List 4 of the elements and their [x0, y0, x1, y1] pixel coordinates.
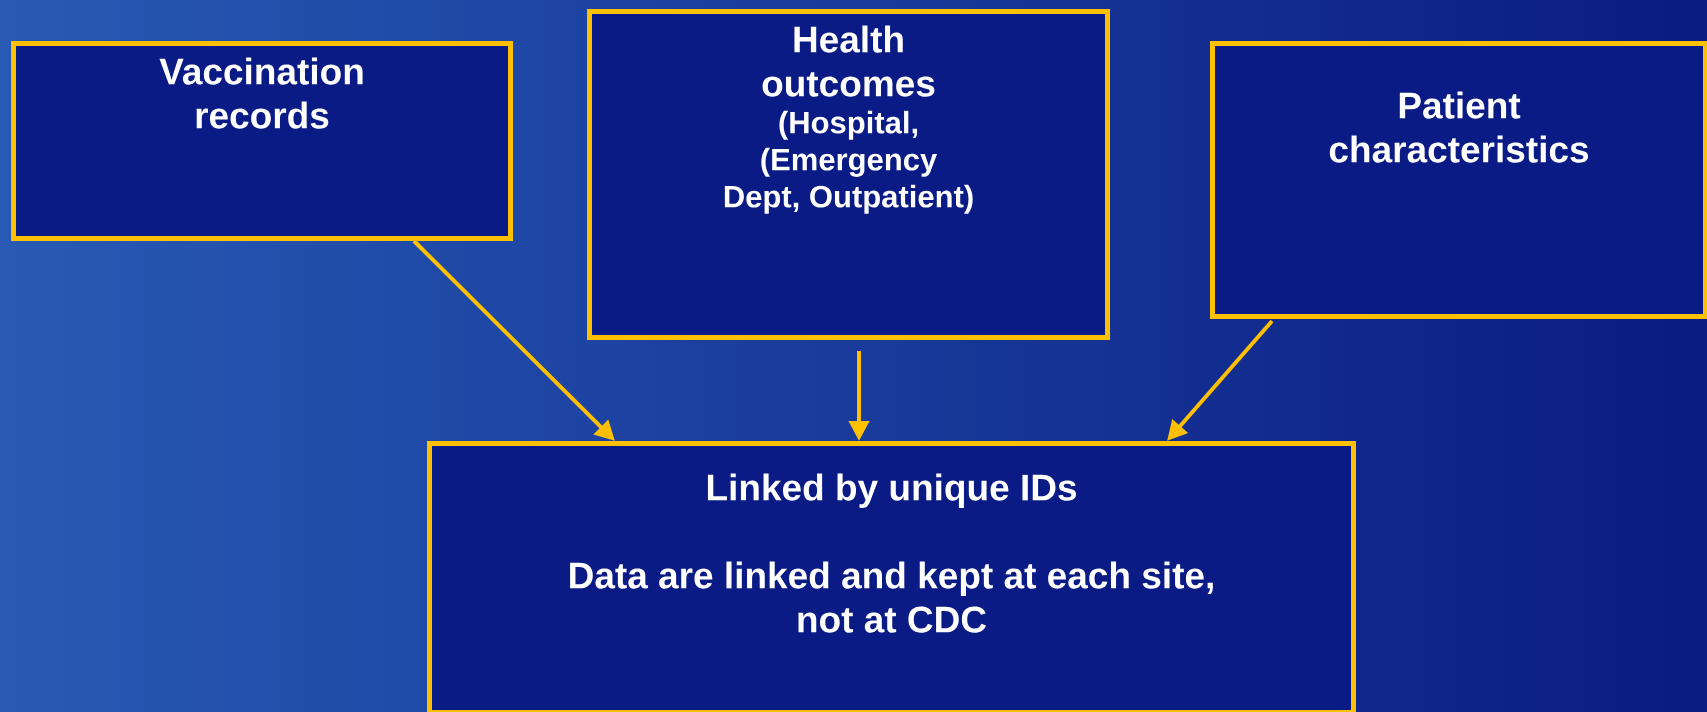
text-box: Health outcomes (Hospital, (Emergency Dept, Outpatient): [587, 9, 1110, 340]
text-box: Linked by unique IDs Data are linked and kept at each site, not at CDC: [427, 441, 1356, 712]
text-box: Patient characteristics: [1210, 41, 1707, 319]
text-box: Vaccination records: [11, 41, 513, 241]
